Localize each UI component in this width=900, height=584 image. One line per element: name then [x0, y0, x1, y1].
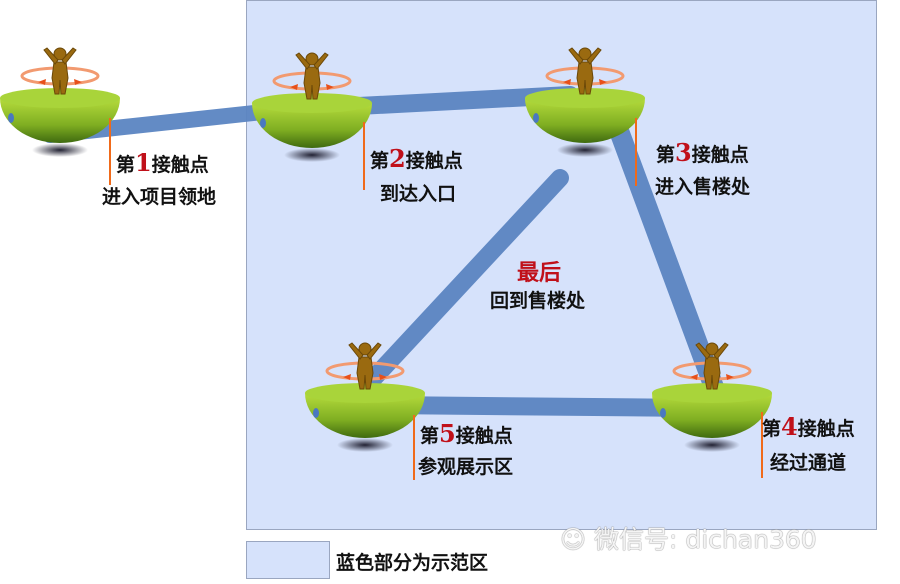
legend-label: 蓝色部分为示范区	[336, 552, 489, 574]
wechat-icon: ☺	[560, 525, 595, 554]
label-sticks	[109, 118, 763, 480]
beam-5-final	[363, 169, 569, 389]
touchpoint-3-title: 第3接触点	[656, 138, 749, 167]
final-desc: 回到售楼处	[490, 290, 586, 312]
legend-swatch	[246, 541, 330, 579]
touchpoint-4-title: 第4接触点	[762, 412, 855, 441]
watermark: ☺ 微信号: dichan360	[560, 525, 817, 554]
touchpoint-1-title: 第1接触点	[116, 148, 209, 177]
touchpoint-4-desc: 经过通道	[770, 452, 847, 474]
platform-4	[650, 341, 774, 454]
touchpoint-5-desc: 参观展示区	[418, 456, 514, 478]
touchpoint-2-desc: 到达入口	[380, 183, 457, 205]
platform-5	[303, 341, 427, 454]
connector-beams	[42, 86, 725, 417]
platform-1	[0, 46, 122, 159]
platform-2	[250, 51, 374, 164]
touchpoint-1-desc: 进入项目领地	[102, 186, 217, 208]
touchpoint-3-desc: 进入售楼处	[655, 176, 751, 198]
beam-4-5	[371, 396, 709, 417]
touchpoint-2-title: 第2接触点	[370, 144, 463, 173]
final-title: 最后	[517, 260, 562, 286]
touchpoint-5-title: 第5接触点	[420, 419, 513, 448]
